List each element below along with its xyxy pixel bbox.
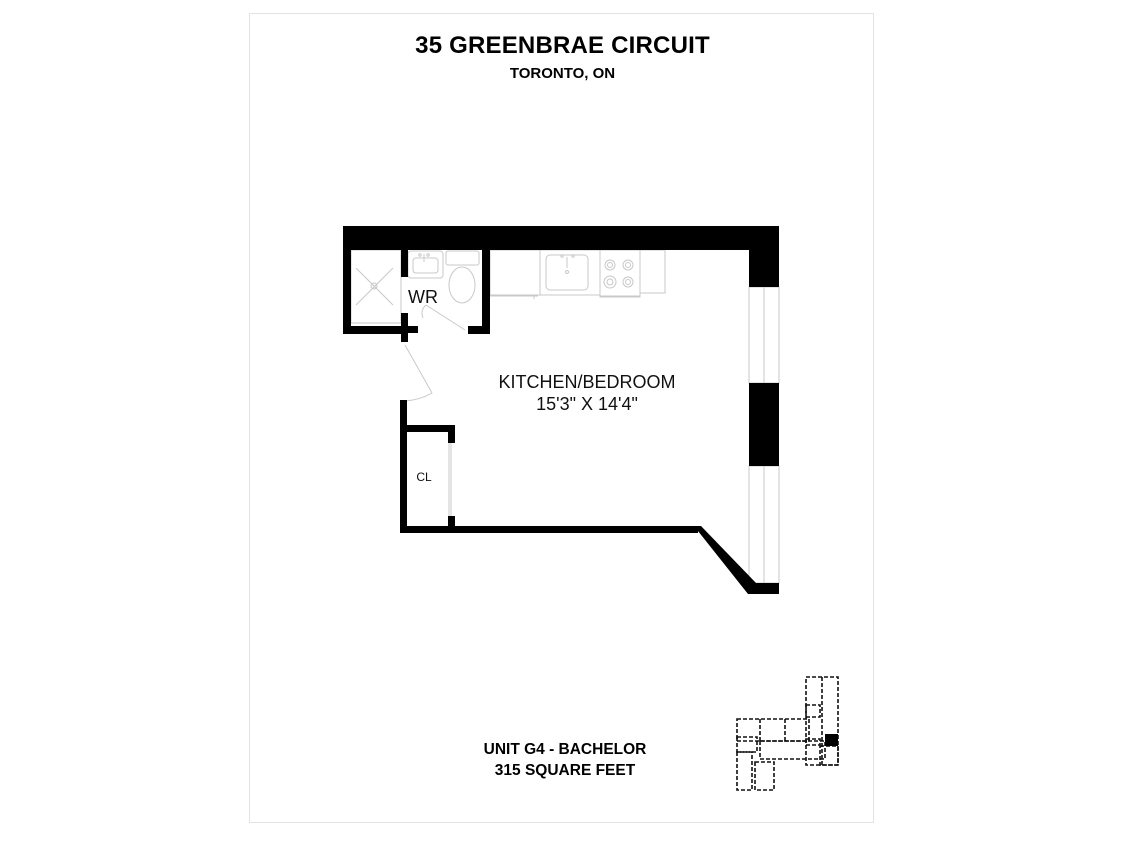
dishwasher-icon [489, 249, 541, 299]
unit-info: UNIT G4 - BACHELOR 315 SQUARE FEET [400, 739, 730, 781]
building-key-plan-icon [736, 676, 839, 791]
room-label-kitchen-bedroom: KITCHEN/BEDROOM [498, 372, 675, 392]
unit-name: UNIT G4 - BACHELOR [483, 741, 647, 758]
top-wall [343, 226, 779, 250]
unit-highlight [825, 734, 838, 746]
room-dimensions-kitchen-bedroom: 15'3" X 14'4" [536, 394, 638, 414]
room-label-wr: WR [408, 287, 438, 307]
walls [343, 226, 779, 594]
kitchen-sink-icon [539, 249, 601, 296]
right-wall-middle [749, 383, 779, 466]
toilet-icon [445, 250, 480, 304]
stove-icon [599, 249, 641, 298]
wr-door-icon [421, 304, 466, 331]
counter-icon [639, 249, 666, 294]
bathroom-sink-icon [407, 250, 444, 279]
right-wall-lower [749, 583, 779, 594]
right-wall-upper [749, 226, 779, 287]
closet-door-icon [448, 443, 452, 516]
property-address-title: 35 GREENBRAE CIRCUIT [415, 32, 710, 59]
shower-icon [350, 249, 402, 324]
entry-door-icon [404, 344, 433, 402]
property-city-subtitle: TORONTO, ON [509, 65, 616, 82]
room-label-closet: CL [416, 470, 432, 484]
unit-area: 315 SQUARE FEET [494, 762, 636, 779]
